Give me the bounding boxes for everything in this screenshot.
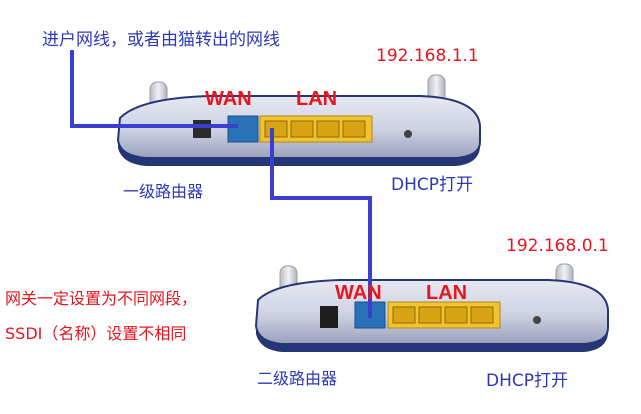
lan-port bbox=[264, 120, 288, 138]
ssid-note: SSDI（名称）设置不相同 bbox=[5, 324, 187, 343]
router1-wan-label: WAN bbox=[205, 88, 252, 110]
power-jack bbox=[320, 306, 338, 328]
lan-port bbox=[470, 306, 494, 324]
lan-port bbox=[444, 306, 468, 324]
router2-wan-label: WAN bbox=[335, 282, 382, 304]
router1-lan-label: LAN bbox=[296, 88, 338, 110]
lan-port bbox=[392, 306, 416, 324]
router2-ip: 192.168.0.1 bbox=[506, 236, 609, 256]
incoming-cable-note: 进户网线，或者由猫转出的网线 bbox=[42, 30, 280, 50]
power-switch bbox=[193, 120, 211, 138]
router2-dhcp-status: DHCP打开 bbox=[486, 371, 568, 391]
cable-router1-lan-to-router2-wan bbox=[270, 128, 372, 318]
router1-ip: 192.168.1.1 bbox=[376, 46, 479, 66]
lan-port bbox=[290, 120, 314, 138]
lan-port bbox=[418, 306, 442, 324]
router-base-stripe bbox=[256, 326, 608, 352]
router-base-stripe bbox=[118, 140, 480, 166]
router-2 bbox=[254, 263, 609, 352]
router2-name: 二级路由器 bbox=[257, 369, 338, 388]
wan-port bbox=[227, 115, 259, 143]
reset-button bbox=[404, 130, 412, 138]
reset-button bbox=[533, 316, 541, 324]
cable-incoming bbox=[70, 50, 238, 128]
router1-name: 一级路由器 bbox=[123, 182, 204, 201]
router-1 bbox=[116, 74, 481, 166]
gateway-note: 网关一定设置为不同网段， bbox=[5, 289, 198, 308]
router1-dhcp-status: DHCP打开 bbox=[391, 175, 473, 195]
lan-port bbox=[342, 120, 366, 138]
router2-lan-label: LAN bbox=[426, 282, 468, 304]
lan-port bbox=[316, 120, 340, 138]
